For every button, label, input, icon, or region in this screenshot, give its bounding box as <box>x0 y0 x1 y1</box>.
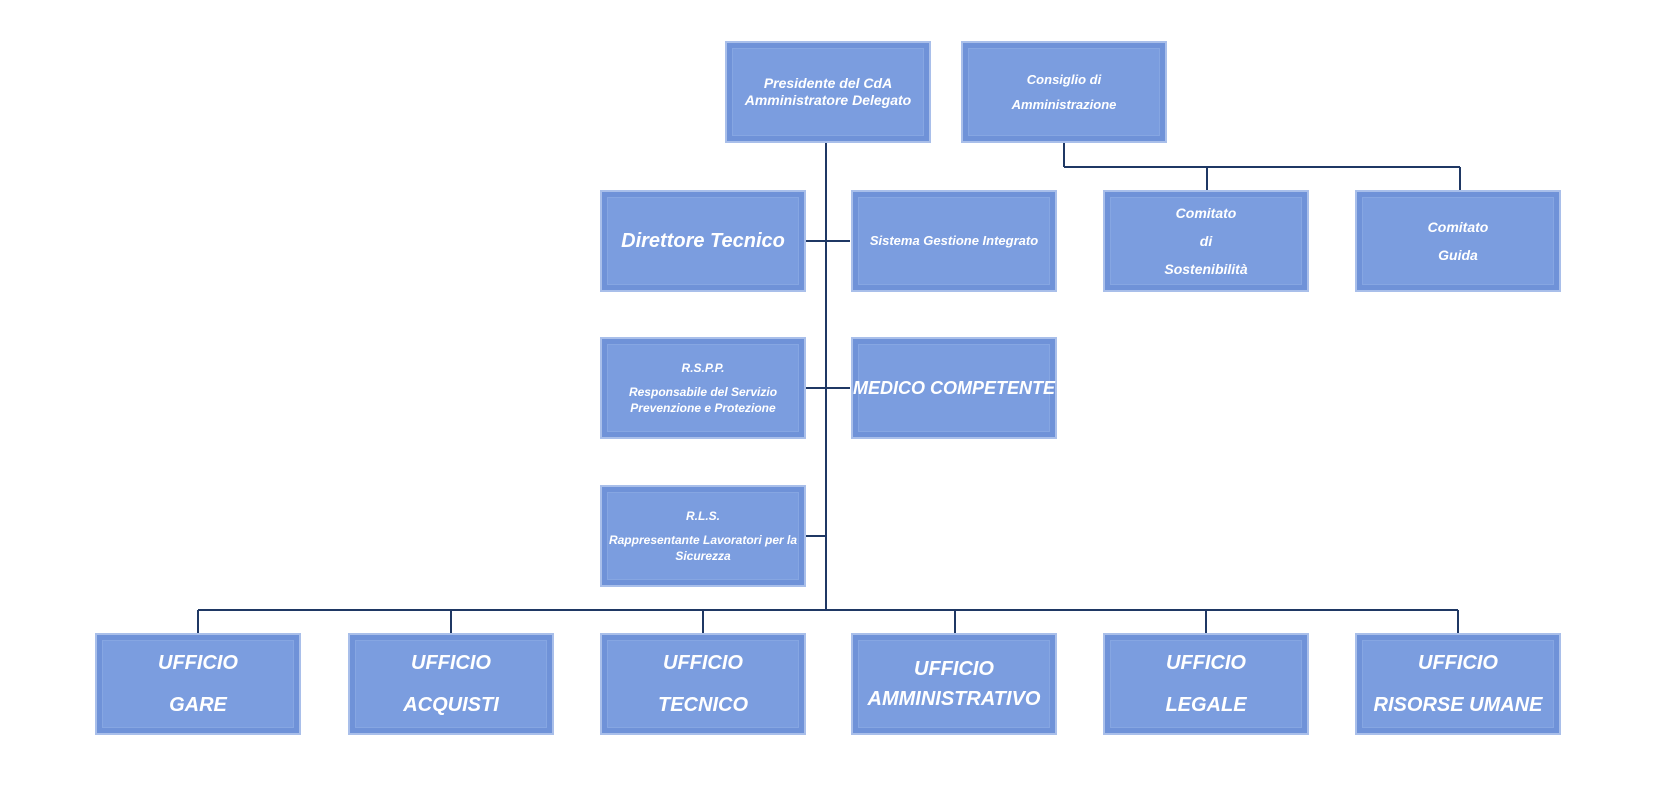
ufficio-amministrativo-box[interactable]: UFFICIO AMMINISTRATIVO <box>851 633 1057 735</box>
rspp-box[interactable]: R.S.P.P. Responsabile del Servizio Preve… <box>600 337 806 439</box>
ufficio-gare-box[interactable]: UFFICIO GARE <box>95 633 301 735</box>
ufficio-acquisti-box[interactable]: UFFICIO ACQUISTI <box>348 633 554 735</box>
comitato-guida-box[interactable]: Comitato Guida <box>1355 190 1561 292</box>
sistema-gestione-box[interactable]: Sistema Gestione Integrato <box>851 190 1057 292</box>
consiglio-box[interactable]: Consiglio di Amministrazione <box>961 41 1167 143</box>
ufficio-legale-box[interactable]: UFFICIO LEGALE <box>1103 633 1309 735</box>
medico-competente-box[interactable]: MEDICO COMPETENTE <box>851 337 1057 439</box>
ufficio-risorse-umane-box[interactable]: UFFICIO RISORSE UMANE <box>1355 633 1561 735</box>
rls-box[interactable]: R.L.S. Rappresentante Lavoratori per la … <box>600 485 806 587</box>
direttore-tecnico-box[interactable]: Direttore Tecnico <box>600 190 806 292</box>
comitato-sostenibilita-box[interactable]: Comitato di Sostenibilità <box>1103 190 1309 292</box>
ufficio-tecnico-box[interactable]: UFFICIO TECNICO <box>600 633 806 735</box>
presidente-box[interactable]: Presidente del CdA Amministratore Delega… <box>725 41 931 143</box>
